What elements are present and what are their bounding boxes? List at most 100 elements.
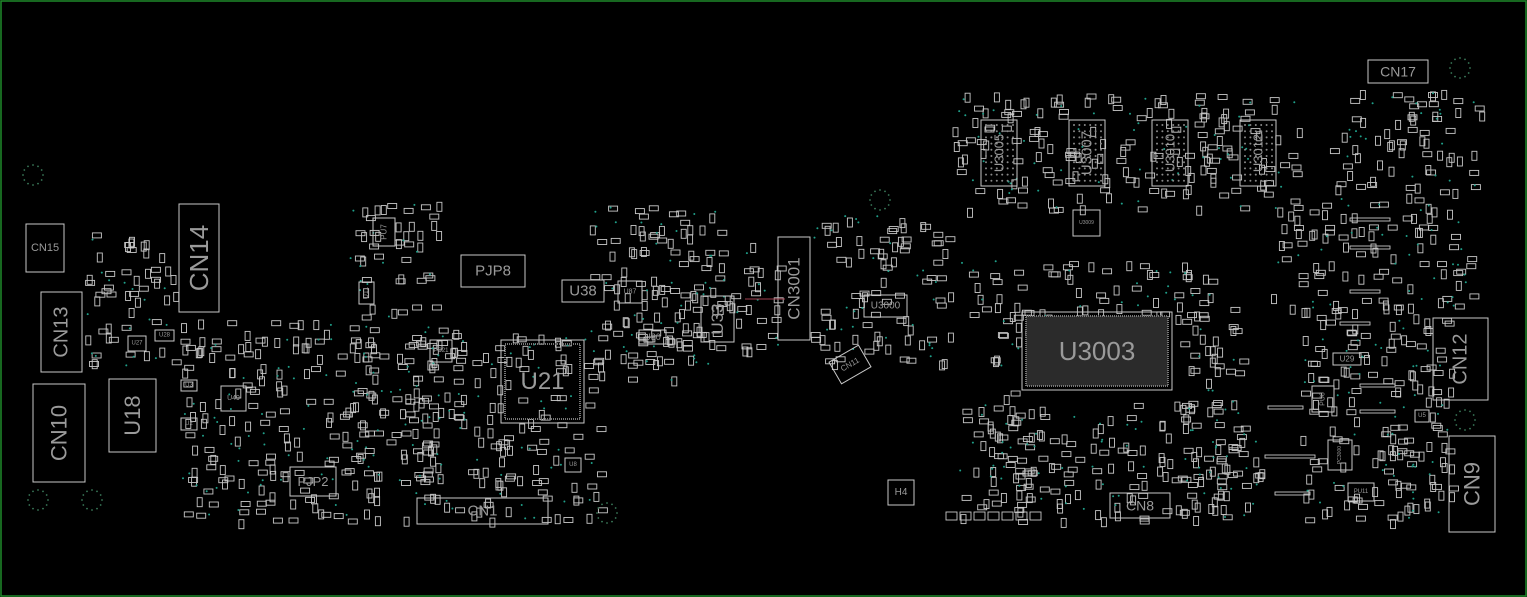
passive-pad: [1324, 229, 1335, 236]
passive-pad: [360, 256, 367, 267]
passive-pad: [687, 234, 694, 245]
component-u3009[interactable]: U3009: [1072, 209, 1101, 237]
component-cn8[interactable]: CN8: [1109, 492, 1171, 519]
component-u21[interactable]: U21: [500, 339, 585, 424]
component-u11[interactable]: U11: [358, 281, 375, 305]
passive-pad: [1407, 303, 1414, 314]
bga-ball: [985, 179, 987, 182]
component-cn9[interactable]: CN9: [1448, 435, 1496, 533]
component-pc3000[interactable]: PC3000: [1327, 439, 1353, 471]
passive-pad: [601, 274, 612, 281]
via: [1224, 408, 1227, 411]
component-cn3001[interactable]: CN3001: [777, 236, 811, 341]
via: [1191, 429, 1194, 432]
component-u3007[interactable]: U3007: [1068, 119, 1106, 187]
bga-ball: [1012, 136, 1014, 139]
passive-pad: [403, 231, 410, 242]
passive-pad: [181, 323, 187, 334]
via: [981, 298, 984, 301]
passive-pad: [489, 402, 496, 413]
component-u27[interactable]: U27: [127, 335, 147, 352]
component-pu11[interactable]: PU11: [1347, 482, 1375, 502]
component-pjp2[interactable]: PJP2: [289, 466, 337, 497]
passive-pad: [1350, 339, 1361, 346]
component-u3003[interactable]: U3003: [1021, 311, 1173, 391]
passive-pad: [1030, 466, 1037, 477]
passive-pad: [613, 330, 624, 337]
component-u38[interactable]: U38: [561, 279, 605, 303]
via: [165, 323, 168, 326]
bga-ball: [1100, 142, 1102, 145]
passive-pad: [997, 332, 1008, 339]
bga-ball: [1089, 155, 1092, 157]
component-u33[interactable]: U33: [700, 295, 735, 343]
passive-pad: [989, 447, 996, 458]
component-cn17[interactable]: CN17: [1367, 59, 1429, 84]
via: [407, 370, 410, 373]
passive-pad: [294, 469, 305, 476]
via: [302, 427, 305, 430]
via: [1247, 157, 1249, 160]
component-u87[interactable]: U87: [617, 280, 643, 304]
component-cn10[interactable]: CN10: [32, 383, 86, 483]
component-u8[interactable]: U8: [564, 457, 582, 473]
component-u3010[interactable]: U3010: [1151, 119, 1189, 187]
passive-pad: [1016, 490, 1023, 501]
passive-pad: [993, 357, 999, 368]
passive-pad: [1242, 98, 1253, 105]
passive-pad: [571, 482, 578, 493]
via: [418, 474, 421, 477]
passive-pad: [1257, 472, 1264, 483]
passive-pad: [1044, 172, 1055, 179]
passive-pad: [448, 409, 455, 419]
component-u28[interactable]: U28: [154, 329, 175, 342]
component-pc21[interactable]: PC21: [429, 339, 453, 363]
via: [1009, 446, 1012, 449]
component-pu6[interactable]: PU6: [1311, 385, 1335, 413]
component-outline: [617, 280, 643, 304]
component-pu7[interactable]: PU7: [372, 217, 396, 247]
passive-pad: [588, 387, 599, 394]
component-u2[interactable]: U2: [180, 417, 198, 431]
component-u5[interactable]: U5: [1414, 409, 1430, 423]
via: [594, 210, 597, 213]
passive-pad: [453, 414, 464, 421]
passive-pad: [716, 345, 727, 352]
component-u3012[interactable]: U3012: [1239, 119, 1277, 187]
component-u30[interactable]: U30: [638, 329, 667, 345]
component-pjp8[interactable]: PJP8: [460, 254, 526, 288]
component-u3[interactable]: U3: [180, 379, 198, 392]
component-cn12[interactable]: CN12: [1432, 317, 1489, 401]
passive-pad: [227, 320, 238, 327]
component-u3000[interactable]: U3000: [863, 294, 908, 318]
passive-pad: [368, 390, 375, 401]
via: [1202, 156, 1205, 159]
via: [242, 377, 245, 379]
component-cn1[interactable]: CN1: [416, 497, 549, 525]
via: [182, 477, 184, 480]
passive-pad: [858, 248, 865, 259]
passive-pad: [1174, 401, 1181, 412]
component-h4[interactable]: H4: [887, 479, 915, 506]
passive-pad: [364, 470, 374, 477]
component-cn14[interactable]: CN14: [178, 203, 220, 313]
via: [413, 203, 416, 206]
via: [932, 298, 935, 301]
via: [1009, 182, 1012, 185]
component-u29[interactable]: U29: [1332, 352, 1362, 366]
passive-pad: [820, 308, 831, 315]
passive-pad: [1358, 503, 1368, 510]
passive-pad: [374, 487, 380, 498]
component-u18[interactable]: U18: [108, 378, 157, 453]
passive-pad: [495, 480, 502, 491]
bga-ball: [985, 148, 987, 151]
component-cn13[interactable]: CN13: [40, 291, 83, 373]
passive-pad: [556, 395, 567, 402]
component-cn15[interactable]: CN15: [25, 223, 65, 273]
component-u49[interactable]: U49: [220, 385, 247, 412]
component-u3005[interactable]: U3005: [980, 119, 1018, 187]
passive-pad: [1449, 464, 1456, 475]
component-label: PC21: [433, 348, 449, 354]
via: [451, 507, 454, 510]
